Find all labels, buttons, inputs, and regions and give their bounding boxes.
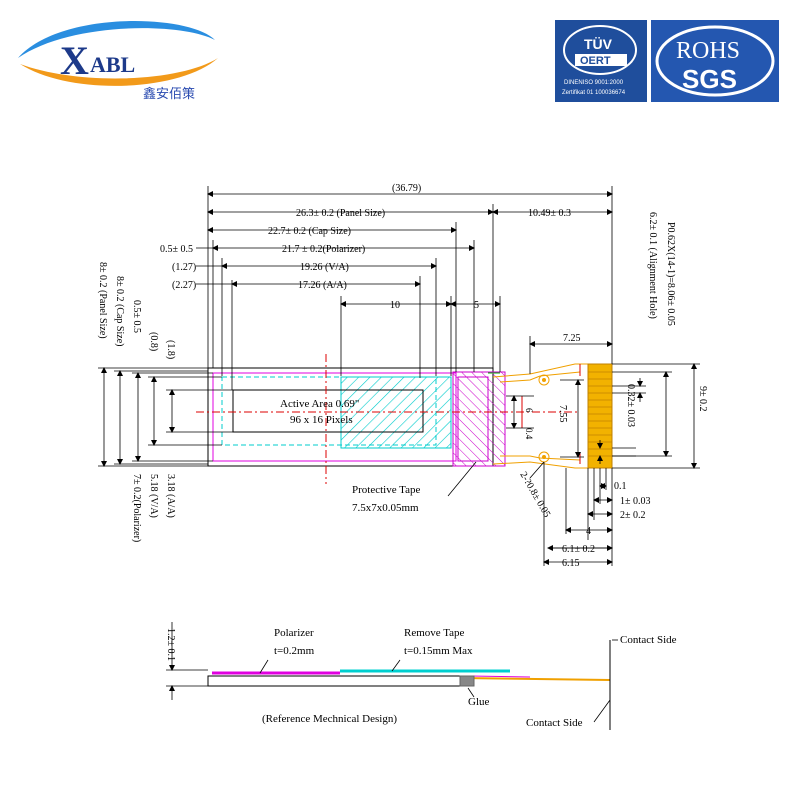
dim-2: 2± 0.2	[620, 510, 646, 521]
dim-615: 6.15	[562, 558, 580, 569]
dim-left-aa: 3.18 (A/A)	[165, 474, 176, 518]
alignment-hole-bottom-core	[543, 456, 546, 459]
alignment-hole-top	[539, 375, 549, 385]
dim-left-panel: 8± 0.2 (Panel Size)	[97, 262, 108, 339]
active-area-label: Active Area 0.69"	[280, 398, 359, 410]
side-polarizer-thickness: t=0.2mm	[274, 645, 315, 657]
top-view-labels: (36.79) 26.3± 0.2 (Panel Size) 10.49± 0.…	[97, 183, 708, 569]
dim-61: 6.1± 0.2	[562, 544, 595, 555]
dim-viewing-area: 19.26 (V/A)	[300, 262, 349, 273]
protective-tape-leader	[448, 462, 476, 496]
tuv-ring-icon	[564, 26, 636, 74]
side-fpc-magenta	[470, 676, 530, 677]
protective-tape	[453, 372, 505, 466]
dim-cap-size: 22.7± 0.2 (Cap Size)	[268, 226, 351, 237]
side-contact-bottom-label: Contact Side	[526, 717, 583, 729]
side-caption: (Reference Mechnical Design)	[262, 713, 397, 725]
rohs-sgs-badge	[651, 20, 779, 102]
dim-755: 7.55	[557, 405, 568, 423]
tuv-label: TÜV	[584, 36, 613, 52]
right-dimension-lines	[506, 363, 700, 469]
side-fpc	[460, 678, 610, 680]
dim-hole: 2-?0.8± 0.05	[517, 470, 552, 519]
protective-tape-size: 7.5x7x0.05mm	[352, 502, 419, 514]
logo-abl: ABL	[90, 52, 135, 77]
protective-tape-label: Protective Tape	[352, 484, 420, 496]
dim-left-08: (0.8)	[148, 332, 159, 351]
dim-alignment-hole: 6.2± 0.1 (Alignment Hole)	[647, 212, 658, 319]
tuv-oert-label: OERT	[580, 55, 611, 67]
dim-overall: (36.79)	[392, 183, 421, 194]
bottom-dimension-lines	[543, 462, 613, 566]
alignment-hole-top-core	[543, 379, 546, 382]
hole-leader	[530, 462, 544, 478]
dim-01: 0.1	[614, 481, 627, 492]
top-view	[98, 186, 700, 566]
dim-1: 1± 0.03	[620, 496, 651, 507]
glue-leader	[468, 688, 474, 697]
logo-chinese-name: 鑫安佰策	[143, 86, 195, 102]
xabl-logo: X ABL 鑫安佰策	[18, 20, 218, 102]
fpc-contact-pads	[588, 364, 612, 468]
dim-left-va: 5.18 (V/A)	[148, 474, 159, 518]
side-view-labels: 1.2± 0.1 Polarizer t=0.2mm Remove Tape t…	[165, 627, 677, 729]
certification-badges: TÜV OERT DINENISO 9001:2000 Zertifikat 0…	[555, 20, 779, 102]
top-dimension-lines	[196, 191, 613, 347]
dim-left-polarizer: 7± 0.2(Polarizer)	[131, 474, 142, 542]
side-thickness-label: 1.2± 0.1	[165, 628, 176, 661]
dim-10: 10	[390, 300, 400, 311]
sgs-label: SGS	[682, 64, 737, 94]
active-area-box	[233, 390, 423, 432]
left-dimension-lines	[98, 367, 233, 467]
tuv-oert-band	[575, 54, 627, 66]
contact-bottom-leader	[594, 700, 610, 722]
protective-tape-edge	[458, 377, 488, 461]
tuv-certificate: Zertifikat 01 100036674	[562, 90, 626, 96]
polarizer-leader	[260, 660, 268, 673]
side-remove-tape-thickness: t=0.15mm Max	[404, 645, 473, 657]
dim-left-cap: 8± 0.2 (Cap Size)	[114, 276, 125, 346]
rohs-label: ROHS	[676, 38, 740, 64]
dim-left-05: 0.5± 0.5	[131, 300, 142, 333]
remove-tape-leader	[392, 660, 400, 671]
logo-swoosh	[18, 20, 215, 58]
active-area-pixels: 96 x 16 Pixels	[290, 414, 353, 426]
dim-032: 0.32± 0.03	[625, 384, 636, 427]
dim-polarizer: 21.7 ± 0.2(Polarizer)	[282, 244, 365, 255]
side-panel	[208, 676, 460, 686]
dim-fpc-length: 10.49± 0.3	[528, 208, 571, 219]
dim-active-area: 17.26 (A/A)	[298, 280, 347, 291]
dim-725: 7.25	[563, 333, 581, 344]
dim-04: 0.4	[524, 428, 534, 440]
dim-offset-127: (1.27)	[172, 262, 196, 273]
side-contact-top-label: Contact Side	[620, 634, 677, 646]
dim-offset-227: (2.27)	[172, 280, 196, 291]
side-polarizer-label: Polarizer	[274, 627, 314, 639]
logo-swoosh-orange	[20, 58, 218, 86]
side-remove-tape-label: Remove Tape	[404, 627, 465, 639]
side-view	[166, 622, 618, 730]
side-glue-label: Glue	[468, 696, 490, 708]
rohs-ring-icon	[657, 27, 773, 95]
dim-offset-05: 0.5± 0.5	[160, 244, 193, 255]
dim-panel-size: 26.3± 0.2 (Panel Size)	[296, 208, 385, 219]
dim-pitch: P0.62X(14-1)=8.06± 0.05	[665, 222, 676, 326]
logo-x: X	[60, 38, 89, 83]
dim-4: 4	[586, 526, 591, 537]
tuv-standard: DINENISO 9001:2000	[564, 80, 624, 86]
dim-6: 6	[524, 408, 534, 413]
dim-left-18: (1.8)	[165, 340, 176, 359]
side-glue	[460, 676, 474, 686]
dim-9: 9± 0.2	[697, 386, 708, 412]
dim-5: 5	[474, 300, 479, 311]
fpc-inner	[500, 372, 580, 460]
